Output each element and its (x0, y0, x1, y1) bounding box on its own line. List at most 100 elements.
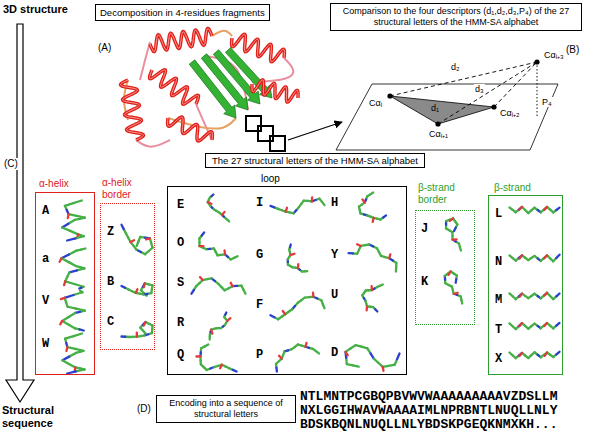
bond-line (494, 62, 537, 107)
fragment-stick (544, 293, 547, 296)
structural-letter: W (42, 338, 49, 350)
fragment-stick (357, 244, 361, 246)
fragment-stick (76, 369, 85, 371)
atom-label: Cαᵢ₊₃ (543, 50, 565, 60)
fragment-stick (556, 323, 559, 326)
fragment-stick (69, 262, 76, 266)
atom-label: Cαᵢ (368, 98, 383, 108)
structural-letter: E (177, 199, 184, 211)
fragment-stick (544, 255, 547, 258)
fragment-stick (286, 208, 287, 212)
fragment-stick (192, 290, 194, 294)
structural-letter: L (495, 208, 502, 220)
fragment-stick (143, 283, 145, 286)
atom (435, 121, 440, 126)
fragment-stick (453, 238, 457, 240)
fragment-stick (519, 323, 522, 326)
fragment-stick (136, 289, 138, 293)
fragment-stick (544, 323, 547, 326)
fragment-box (270, 136, 285, 151)
fragment-stick (383, 215, 386, 217)
descriptor-label: d₂ (450, 62, 461, 72)
fragment-stick (544, 255, 547, 258)
fragment-stick (196, 355, 200, 357)
fragment-stick (271, 206, 275, 208)
fragment-stick (67, 371, 76, 373)
fragment-stick (136, 333, 138, 337)
fragment-stick (454, 228, 456, 231)
fragment-stick (519, 353, 522, 356)
fragment-stick (69, 270, 77, 272)
structural-letter: K (421, 276, 428, 288)
fragment-stick (143, 283, 146, 287)
fragment-stick (67, 347, 75, 349)
fragment-stick (69, 214, 77, 216)
alpha-helix (252, 80, 298, 102)
fragment-stick (122, 286, 126, 288)
fragment-stick (556, 255, 559, 258)
tetrahedron (336, 59, 558, 150)
box-text: Decomposition in 4-residues fragments (100, 7, 265, 18)
box-text: Encoding into a sequence of structural l… (161, 398, 291, 420)
fragment-stick (73, 201, 81, 204)
protein-cartoon (121, 28, 298, 146)
fragment-stick (145, 237, 150, 240)
fragment-sticks (60, 193, 560, 374)
fragment-boxes (246, 116, 285, 151)
fragment-stick (146, 238, 150, 239)
fragment-stick (370, 286, 373, 290)
group-heading: α-helix (39, 178, 69, 190)
fragment-stick (67, 238, 75, 240)
fragment-stick (279, 356, 282, 359)
fragment-stick (366, 306, 369, 310)
alpha-helix (168, 117, 213, 141)
fragment-stick (450, 219, 453, 221)
fragment-stick (283, 311, 285, 314)
structural-letter: O (177, 237, 184, 249)
atom (387, 93, 392, 98)
fragment-stick (556, 208, 559, 210)
alpha-helix (150, 28, 212, 51)
fragment-stick (212, 195, 214, 197)
fragment-stick (544, 293, 547, 296)
atom (534, 59, 539, 64)
fragment-stick (79, 286, 81, 289)
fragment-stick (143, 322, 146, 325)
fragment-stick (70, 231, 78, 234)
fragment-stick (231, 283, 233, 287)
fragment-stick (519, 294, 522, 297)
alpha-helix (232, 34, 285, 61)
fragment-stick (61, 298, 65, 299)
structural-letter: H (331, 197, 338, 209)
fragment-stick (65, 203, 73, 206)
fragment-stick (544, 207, 547, 210)
panel-label: (D) (137, 403, 151, 415)
box-text: The 27 structural letters of the HMM-SA … (212, 155, 418, 166)
fragment-stick (199, 245, 203, 247)
structural-letter: N (495, 256, 502, 268)
fragment-stick (291, 253, 295, 256)
fragment-stick (74, 292, 83, 295)
fragment-stick (77, 268, 85, 270)
fragment-stick (199, 246, 202, 248)
fragment-stick (382, 367, 385, 371)
structural-letter: S (177, 277, 184, 289)
fragment-stick (289, 245, 292, 248)
fragment-stick (208, 202, 212, 204)
structural-letter: P (256, 349, 263, 361)
pipeline-arrow (6, 24, 34, 402)
fragment-stick (227, 318, 230, 321)
fragment-stick (544, 323, 547, 326)
group-heading: α-helix border (102, 177, 154, 200)
fragment-stick (62, 258, 69, 262)
triangle (390, 96, 494, 124)
fragment-stick (519, 323, 522, 326)
fragment-stick (372, 218, 375, 222)
atom (491, 104, 496, 109)
group-box: α-helix borderZBC (100, 203, 155, 350)
fragment-stick (275, 368, 278, 372)
fragment-stick (453, 240, 456, 242)
box-text: Comparison to the four descriptors (d₁,d… (335, 6, 577, 28)
step-box: Decomposition in 4-residues fragments (95, 4, 270, 21)
